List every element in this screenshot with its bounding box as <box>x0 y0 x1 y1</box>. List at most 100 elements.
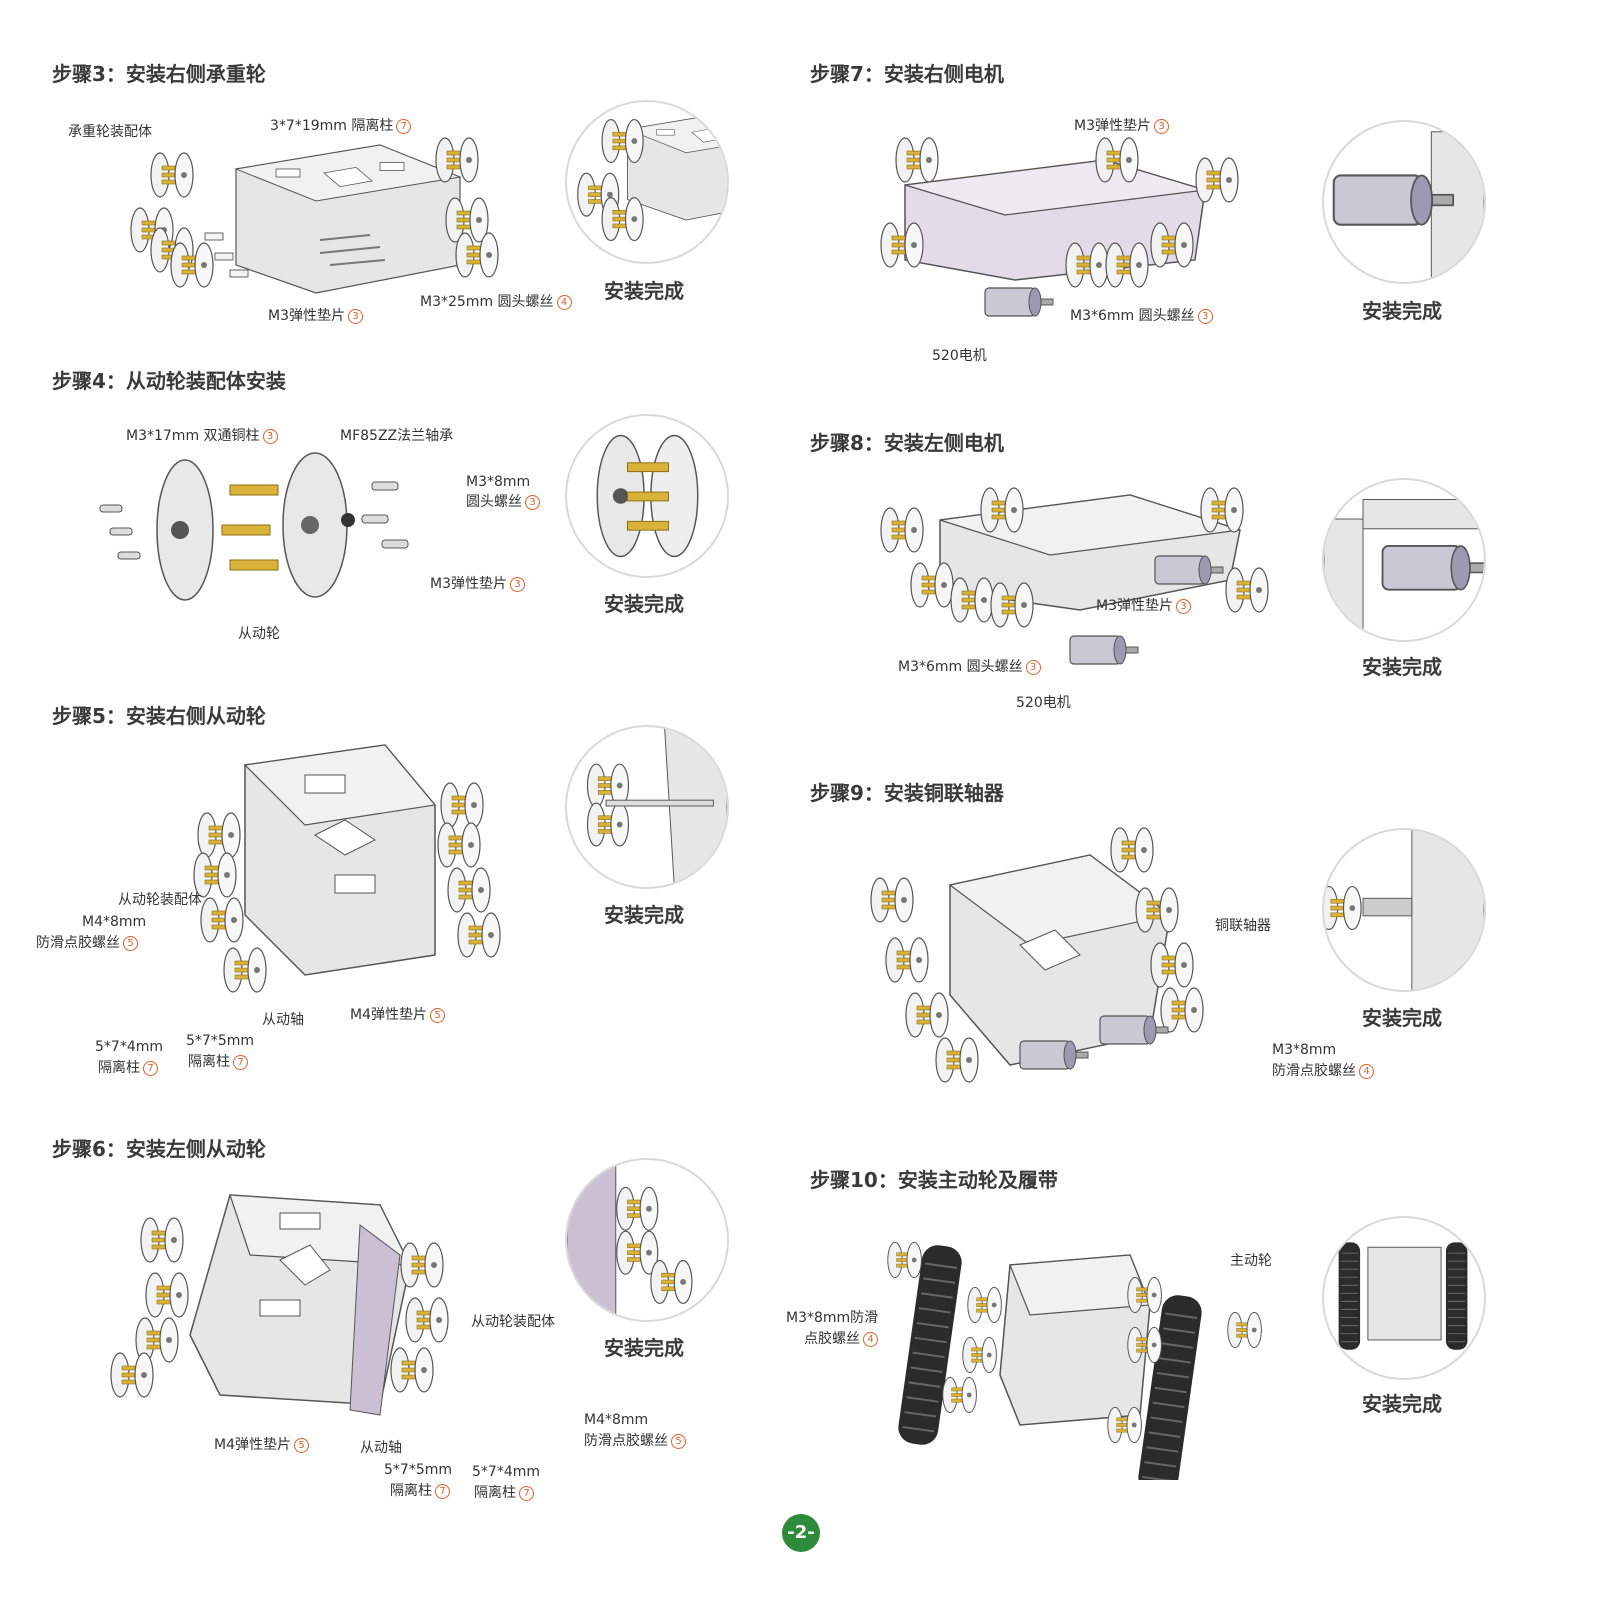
step6-label-axle: 从动轴 <box>360 1440 402 1456</box>
step8-screw-text: M3*6mm 圆头螺丝 <box>898 659 1023 675</box>
step6-spacer5-type-text: 隔离柱 <box>390 1483 432 1499</box>
step8-completed-label: 安装完成 <box>1362 655 1442 679</box>
step5-zoom-circle <box>565 725 729 889</box>
step9-screw-qty: 4 <box>1359 1064 1374 1079</box>
step8-screw-qty: 3 <box>1025 660 1041 675</box>
step7-label-motor: 520电机 <box>932 348 987 364</box>
step6-spacer4-qty: 7 <box>519 1486 534 1501</box>
step3-spacer-qty: 7 <box>396 119 412 134</box>
step4-standoff-qty: 3 <box>262 429 278 444</box>
step5-label-axle: 从动轴 <box>262 1012 304 1028</box>
page-number-badge: -2- <box>782 1514 820 1552</box>
step5-spacer4-qty: 7 <box>143 1061 158 1076</box>
step9-screw-type-text: 防滑点胶螺丝 <box>1272 1063 1356 1079</box>
step6-screw-qty: 5 <box>671 1434 686 1449</box>
step9-label-coupler: 铜联轴器 <box>1215 918 1271 934</box>
step6-spacer4-type-text: 隔离柱 <box>474 1485 516 1501</box>
step4-screw-type-text: 圆头螺丝 <box>466 494 522 510</box>
step9-title: 步骤9：安装铜联轴器 <box>810 781 1004 805</box>
step4-washer-qty: 3 <box>510 577 525 592</box>
step5-label-screw: M4*8mm <box>82 914 147 930</box>
step6-washer-qty: 5 <box>294 1438 309 1453</box>
step7-washer-qty: 3 <box>1154 119 1169 134</box>
step6-screw-type-text: 防滑点胶螺丝 <box>584 1433 668 1449</box>
step9-label-screw: M3*8mm <box>1272 1042 1337 1058</box>
step3-diagram <box>130 125 530 295</box>
step4-washer-text: M3弹性垫片 <box>430 576 507 592</box>
step5-washer-text: M4弹性垫片 <box>350 1007 427 1023</box>
step9-diagram <box>870 815 1230 1090</box>
step6-title: 步骤6：安装左侧从动轮 <box>52 1137 266 1161</box>
step4-standoff-text: M3*17mm 双通铜柱 <box>126 428 260 444</box>
step5-label-assembly: 从动轮装配体 <box>118 892 202 908</box>
step7-zoom-circle <box>1322 120 1486 284</box>
step9-zoom-circle <box>1322 828 1486 992</box>
step3-zoom-circle <box>565 100 729 264</box>
step4-label-bearing: MF85ZZ法兰轴承 <box>340 428 454 444</box>
step8-washer-qty: 3 <box>1176 599 1191 614</box>
step5-screw-type-text: 防滑点胶螺丝 <box>36 935 120 951</box>
step7-completed-label: 安装完成 <box>1362 299 1442 323</box>
step5-spacer5-type-text: 隔离柱 <box>188 1054 230 1070</box>
step10-screw-qty: 4 <box>863 1332 878 1347</box>
step5-washer-qty: 5 <box>430 1008 445 1023</box>
step7-screw-qty: 3 <box>1197 309 1213 324</box>
step3-washer-text: M3弹性垫片 <box>268 308 345 324</box>
step3-spacer-text: 3*7*19mm 隔离柱 <box>270 118 394 134</box>
step4-zoom-circle <box>565 414 729 578</box>
step10-title: 步骤10：安装主动轮及履带 <box>810 1168 1058 1192</box>
step7-title: 步骤7：安装右侧电机 <box>810 62 1004 86</box>
step5-diagram <box>185 735 525 1020</box>
step4-title: 步骤4：从动轮装配体安装 <box>52 369 286 393</box>
step4-completed-label: 安装完成 <box>604 592 684 616</box>
step10-screw-type-text: 点胶螺丝 <box>804 1331 860 1347</box>
step5-completed-label: 安装完成 <box>604 903 684 927</box>
step6-label-spacer5: 5*7*5mm <box>384 1462 452 1478</box>
step5-screw-qty: 5 <box>123 936 138 951</box>
step10-zoom-circle <box>1322 1216 1486 1380</box>
step6-completed-label: 安装完成 <box>604 1336 684 1360</box>
step10-diagram <box>880 1235 1300 1480</box>
step5-spacer4-type-text: 隔离柱 <box>98 1060 140 1076</box>
step8-diagram <box>880 470 1280 680</box>
step8-label-motor: 520电机 <box>1016 695 1071 711</box>
step8-washer-text: M3弹性垫片 <box>1096 598 1173 614</box>
step3-screw-text: M3*25mm 圆头螺丝 <box>420 294 554 310</box>
step4-diagram <box>90 440 420 610</box>
step6-label-screw: M4*8mm <box>584 1412 649 1428</box>
step8-title: 步骤8：安装左侧电机 <box>810 431 1004 455</box>
step3-screw-qty: 4 <box>556 295 572 310</box>
step7-screw-text: M3*6mm 圆头螺丝 <box>1070 308 1195 324</box>
step6-spacer5-qty: 7 <box>435 1484 450 1499</box>
step9-completed-label: 安装完成 <box>1362 1006 1442 1030</box>
step6-washer-text: M4弹性垫片 <box>214 1437 291 1453</box>
step10-label-screw: M3*8mm防滑 <box>786 1310 879 1326</box>
step10-label-drive-wheel: 主动轮 <box>1230 1253 1272 1269</box>
step4-label-driven-wheel: 从动轮 <box>238 626 280 642</box>
step6-zoom-circle <box>565 1158 729 1322</box>
step3-washer-qty: 3 <box>348 309 363 324</box>
step5-label-spacer4: 5*7*4mm <box>95 1039 163 1055</box>
step4-label-screw: M3*8mm <box>466 474 531 490</box>
step3-completed-label: 安装完成 <box>604 279 684 303</box>
step3-label-wheel-assembly: 承重轮装配体 <box>68 124 152 140</box>
step10-completed-label: 安装完成 <box>1362 1392 1442 1416</box>
step8-zoom-circle <box>1322 478 1486 642</box>
